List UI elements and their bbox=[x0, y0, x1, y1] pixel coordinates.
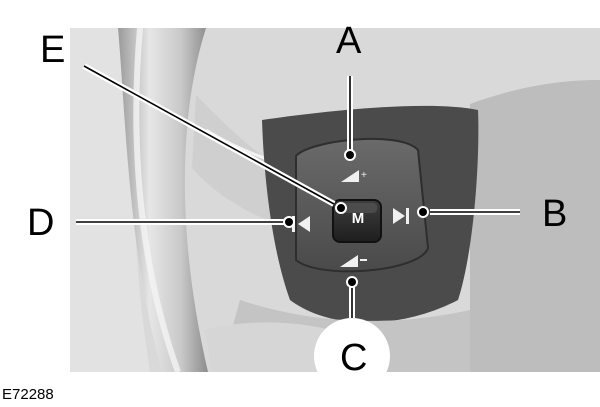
figure-id: E72288 bbox=[2, 386, 54, 403]
leader-dot-a bbox=[344, 149, 356, 161]
callout-label-a: A bbox=[336, 20, 362, 62]
callout-c-backdrop bbox=[314, 318, 390, 394]
svg-text:+: + bbox=[361, 170, 367, 181]
seek-forward-icon bbox=[393, 208, 409, 224]
leader-dots bbox=[283, 149, 429, 288]
rim-highlight bbox=[133, 27, 181, 374]
lower-rim-shading bbox=[205, 322, 330, 372]
leader-dot-d bbox=[283, 216, 295, 228]
volume-up-icon: + bbox=[341, 170, 367, 182]
callout-label-d: D bbox=[27, 202, 55, 244]
leader-dot-c bbox=[346, 276, 358, 288]
leader-dot-e bbox=[335, 202, 347, 214]
callout-label-b: B bbox=[542, 193, 568, 235]
callout-label-e: E bbox=[40, 29, 66, 71]
wheel-rim bbox=[118, 28, 208, 372]
mode-button-sheen bbox=[337, 203, 377, 213]
callout-label-c: C bbox=[340, 337, 368, 379]
hub-cover bbox=[470, 80, 600, 372]
volume-down-icon bbox=[340, 255, 367, 267]
mode-button-label: M bbox=[351, 210, 365, 227]
leader-lines bbox=[76, 65, 520, 318]
leader-line-e bbox=[83, 65, 335, 205]
leader-dot-b bbox=[417, 206, 429, 218]
